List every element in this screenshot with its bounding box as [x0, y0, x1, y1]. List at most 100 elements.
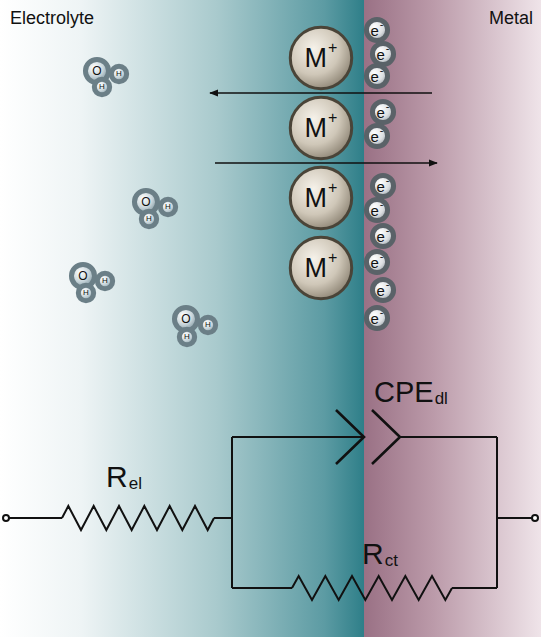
hydrogen-atom: H — [97, 273, 113, 289]
element-symbol: O — [181, 313, 190, 325]
electron: e- — [372, 175, 394, 197]
wire — [496, 437, 498, 588]
hydrogen-atom: H — [200, 317, 216, 333]
element-symbol: H — [184, 333, 190, 341]
atom-text: H — [111, 66, 127, 82]
charge-sign: - — [380, 307, 384, 318]
element-symbol: e — [370, 311, 378, 326]
charge-sign: + — [328, 250, 337, 266]
region-label: Electrolyte — [10, 9, 94, 27]
atom-circle — [372, 225, 393, 246]
terminal — [532, 515, 538, 521]
electron: e- — [372, 225, 394, 247]
atom-text: e- — [366, 307, 388, 329]
charge-sign: + — [328, 40, 337, 56]
component-label: R — [106, 462, 128, 492]
atom-text: H — [200, 317, 216, 333]
atom-circle — [372, 101, 393, 122]
electron: e- — [366, 125, 388, 147]
resistor-symbol — [292, 576, 452, 600]
electron: e- — [366, 199, 388, 221]
wire — [231, 437, 233, 588]
electron: e- — [372, 279, 394, 301]
electron: e- — [372, 101, 394, 123]
atom-text: e- — [366, 125, 388, 147]
charge-sign: - — [380, 251, 384, 262]
atom-text: H — [141, 211, 157, 227]
metal-ion: M+ — [289, 166, 353, 230]
atom-circle — [200, 317, 215, 332]
electron: e- — [366, 19, 388, 41]
wire — [232, 587, 292, 589]
atom-text: e- — [366, 199, 388, 221]
atom-circle — [290, 237, 351, 298]
electron: e- — [366, 307, 388, 329]
charge-sign: - — [380, 199, 384, 210]
metal-ion: M+ — [289, 96, 353, 160]
atom-circle — [366, 125, 387, 146]
component-subscript: dl — [435, 390, 448, 407]
atom-text: e- — [366, 65, 388, 87]
hydrogen-atom: H — [94, 79, 110, 95]
atom-text: e- — [372, 225, 394, 247]
atom-circle — [179, 329, 194, 344]
cpe-symbol — [372, 410, 400, 464]
atom-circle — [111, 66, 126, 81]
atom-circle — [372, 175, 393, 196]
atom-circle — [372, 43, 393, 64]
element-symbol: e — [376, 47, 384, 62]
component-label: R — [362, 539, 384, 569]
element-symbol: H — [146, 215, 152, 223]
atom-text: M+ — [289, 236, 353, 300]
atom-text: H — [94, 79, 110, 95]
element-symbol: M — [305, 45, 328, 72]
element-symbol: e — [376, 179, 384, 194]
element-symbol: e — [376, 283, 384, 298]
atom-text: e- — [372, 43, 394, 65]
atom-text: M+ — [289, 96, 353, 160]
atom-circle — [160, 199, 175, 214]
charge-sign: - — [386, 101, 390, 112]
atom-text: e- — [372, 175, 394, 197]
atom-text: e- — [366, 251, 388, 273]
charge-sign: - — [386, 279, 390, 290]
element-symbol: O — [92, 65, 101, 77]
element-symbol: e — [370, 23, 378, 38]
element-symbol: H — [99, 83, 105, 91]
atom-circle — [94, 79, 109, 94]
element-symbol: M — [305, 185, 328, 212]
deposition-arrow — [215, 162, 437, 164]
atom-circle — [290, 167, 351, 228]
atom-text: H — [97, 273, 113, 289]
metal-ion: M+ — [289, 236, 353, 300]
element-symbol: M — [305, 255, 328, 282]
atom-text: H — [179, 329, 195, 345]
dissolution-arrow — [210, 92, 432, 94]
wire — [9, 517, 62, 519]
atom-text: e- — [366, 19, 388, 41]
element-symbol: e — [370, 255, 378, 270]
element-symbol: e — [376, 229, 384, 244]
component-label: CPE — [374, 378, 434, 407]
element-symbol: H — [116, 70, 122, 78]
component-subscript: el — [129, 475, 142, 492]
charge-sign: - — [380, 125, 384, 136]
electron: e- — [366, 65, 388, 87]
wire — [214, 517, 232, 519]
atom-circle — [290, 27, 351, 88]
element-symbol: H — [165, 203, 171, 211]
element-symbol: H — [83, 289, 89, 297]
electron: e- — [372, 43, 394, 65]
element-symbol: e — [376, 105, 384, 120]
atom-text: M+ — [289, 166, 353, 230]
hydrogen-atom: H — [141, 211, 157, 227]
atom-circle — [366, 199, 387, 220]
atom-circle — [290, 97, 351, 158]
atom-circle — [366, 65, 387, 86]
atom-text: e- — [372, 101, 394, 123]
charge-sign: - — [386, 43, 390, 54]
hydrogen-atom: H — [160, 199, 176, 215]
